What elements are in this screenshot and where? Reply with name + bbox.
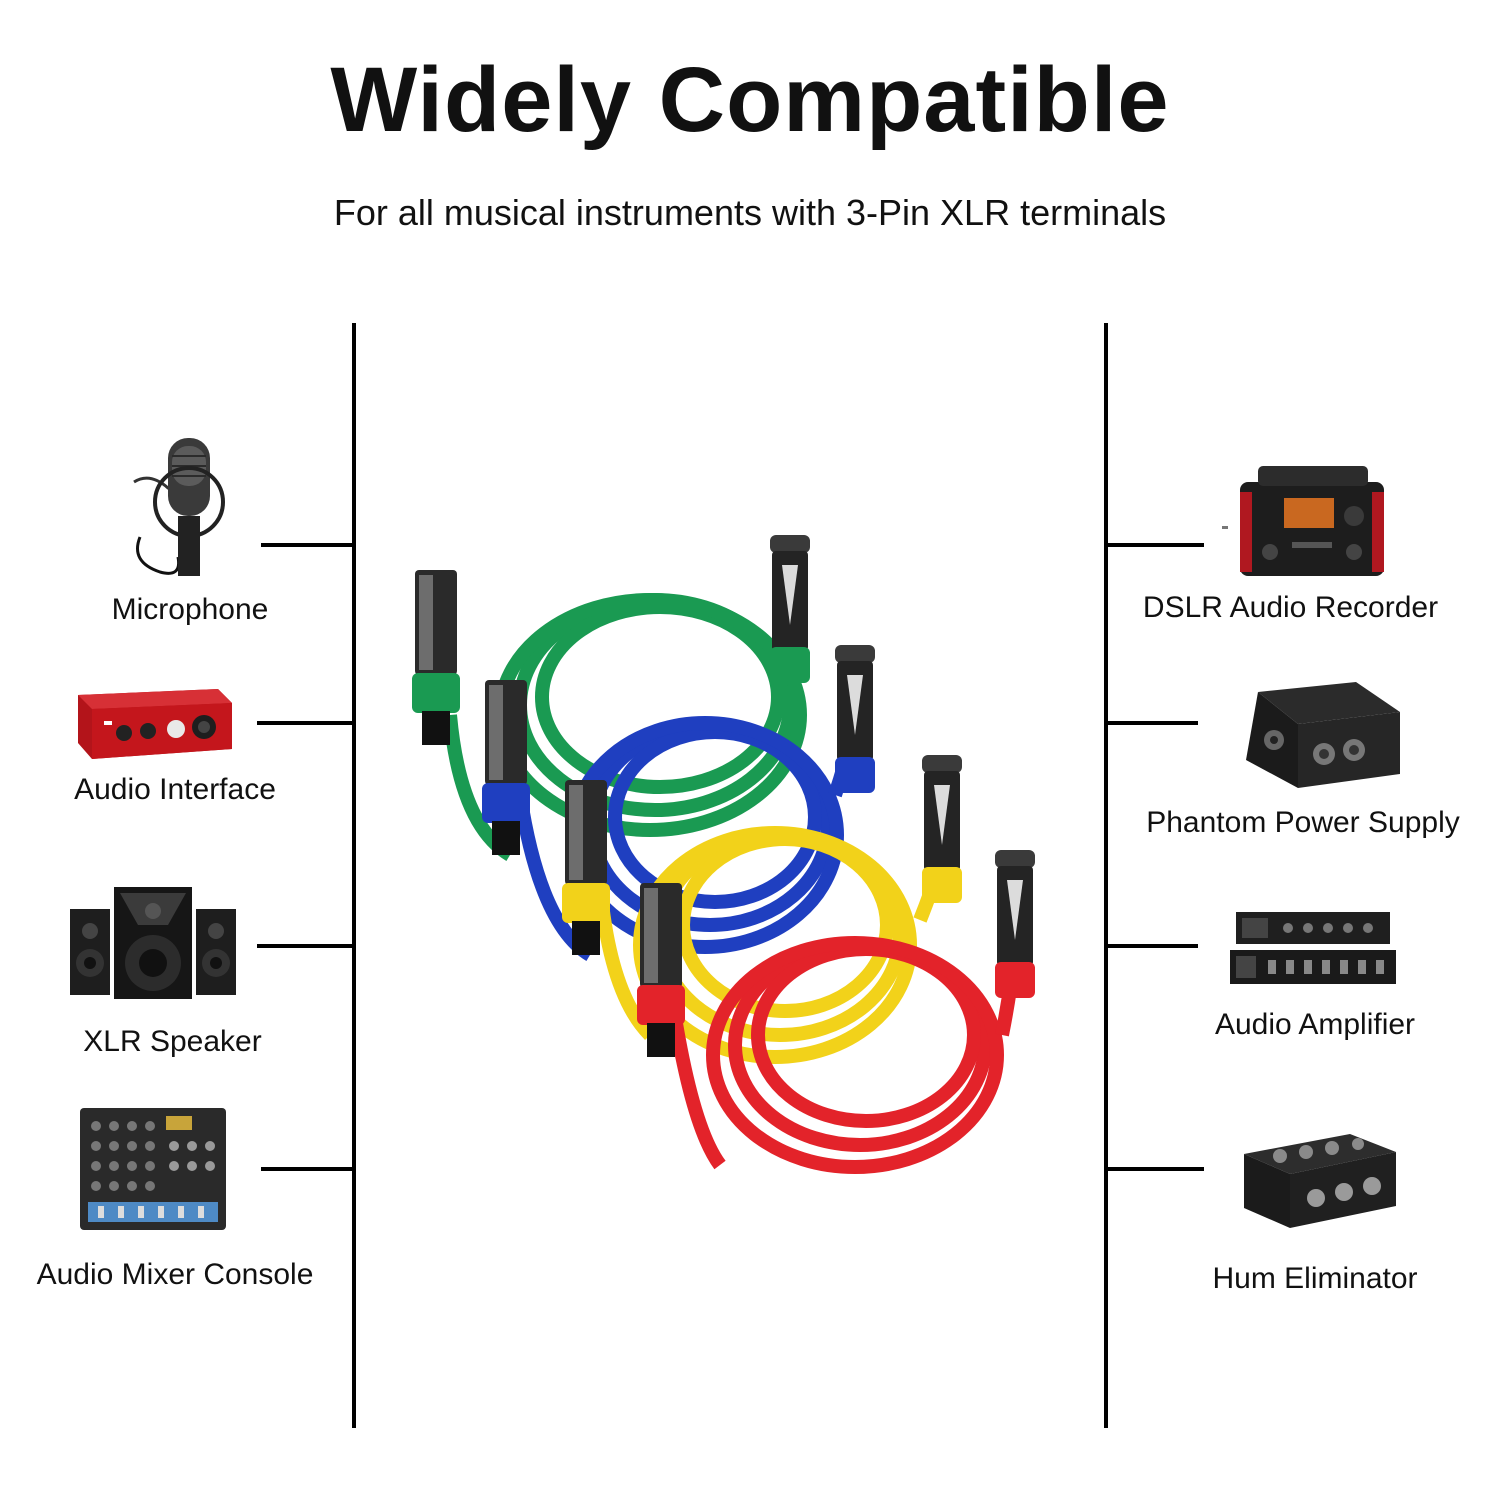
left-connector-line [261, 543, 354, 547]
device-label-hum-eliminator: Hum Eliminator [1212, 1262, 1418, 1295]
right-connector-line [1106, 944, 1198, 948]
right-divider [1104, 323, 1108, 1428]
device-label-microphone: Microphone [111, 593, 269, 626]
speaker-icon [68, 885, 238, 1003]
recorder-icon [1218, 462, 1403, 580]
page-title: Widely Compatible [330, 49, 1170, 151]
microphone-icon [120, 432, 260, 582]
amplifier-icon [1228, 908, 1398, 988]
left-connector-line [261, 1167, 354, 1171]
red-male-connector [637, 883, 685, 1057]
green-male-connector [412, 570, 460, 745]
mixer-icon [78, 1106, 228, 1232]
audio-interface-icon [68, 685, 238, 765]
green-female-connector [770, 535, 810, 683]
yellow-female-connector [922, 755, 962, 903]
phantom-power-icon [1238, 680, 1403, 795]
device-label-phantom-power-supply: Phantom Power Supply [1146, 806, 1460, 839]
left-connector-line [257, 944, 354, 948]
device-label-xlr-speaker: XLR Speaker [83, 1025, 262, 1058]
hum-eliminator-icon [1240, 1130, 1400, 1230]
device-label-audio-amplifier: Audio Amplifier [1214, 1008, 1416, 1041]
red-female-connector [995, 850, 1035, 998]
red-cable [663, 936, 1019, 1174]
device-label-audio-interface: Audio Interface [74, 773, 276, 806]
left-divider [352, 323, 356, 1428]
device-label-audio-mixer-console: Audio Mixer Console [36, 1258, 314, 1291]
right-connector-line [1106, 721, 1198, 725]
blue-female-connector [835, 645, 875, 793]
right-connector-line [1106, 1167, 1204, 1171]
yellow-male-connector [562, 780, 610, 955]
device-label-dslr-audio-recorder: DSLR Audio Recorder [1142, 591, 1439, 624]
right-connector-line [1106, 543, 1204, 547]
left-connector-line [257, 721, 354, 725]
page-subtitle: For all musical instruments with 3-Pin X… [333, 192, 1167, 233]
xlr-cables-illustration [390, 525, 1080, 1190]
blue-male-connector [482, 680, 530, 855]
